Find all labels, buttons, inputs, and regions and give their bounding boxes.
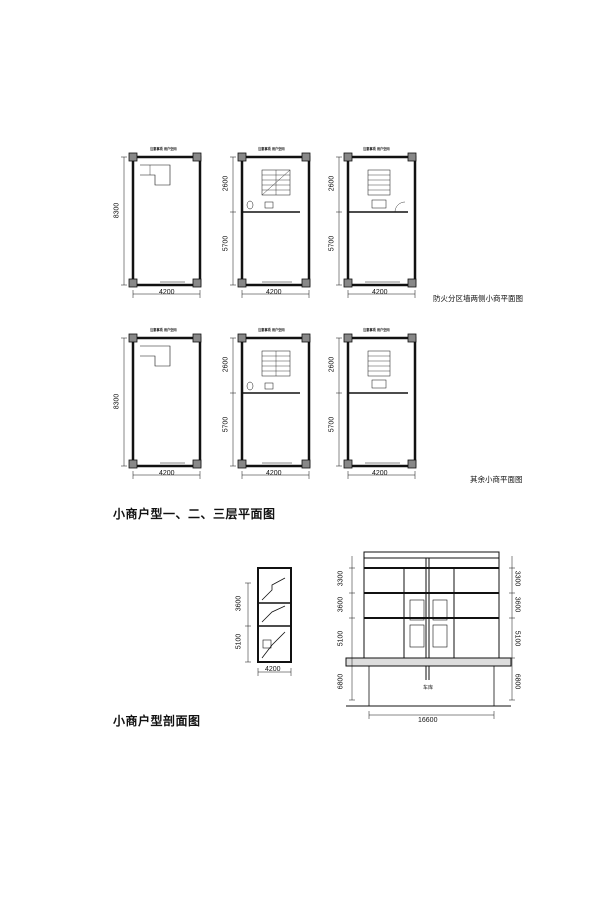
dim-width: 4200 — [159, 470, 175, 477]
dim-upper: 2600 — [222, 175, 230, 192]
dim-section-base: 6800 — [337, 673, 345, 690]
dim-lower: 5700 — [328, 235, 336, 252]
dim-upper: 2600 — [328, 356, 336, 373]
dim-width: 4200 — [372, 289, 388, 296]
dim-width: 4200 — [159, 289, 175, 296]
dim-section-h2-right: 5100 — [513, 630, 521, 647]
dim-lower: 5700 — [222, 235, 230, 252]
dim-width: 4200 — [372, 470, 388, 477]
dim-upper: 2600 — [222, 356, 230, 373]
dim-section-h1: 3600 — [235, 595, 243, 612]
plan-note-label: 注意事项 用户空间 — [150, 328, 177, 332]
plan-note-label: 注意事项 用户空间 — [363, 147, 390, 151]
dim-section-total-width: 16600 — [418, 717, 438, 724]
dim-lower: 5700 — [328, 416, 336, 433]
row2-caption: 其余小商平面图 — [470, 475, 523, 484]
dim-section-h2: 5100 — [337, 630, 345, 647]
plan-note-label: 注意事项 用户空间 — [363, 328, 390, 332]
plan-row2-a — [121, 333, 202, 479]
dim-section-top-right: 3300 — [513, 570, 521, 587]
plan-note-label: 注意事项 用户空间 — [258, 328, 285, 332]
dim-width: 4200 — [266, 289, 282, 296]
dim-width: 4200 — [266, 470, 282, 477]
section-large — [345, 551, 515, 719]
plans-heading: 小商户型一、二、三层平面图 — [113, 507, 276, 521]
plan-row1-c — [336, 152, 417, 298]
plan-note-label: 注意事项 用户空间 — [150, 147, 177, 151]
plan-note-label: 注意事项 用户空间 — [258, 147, 285, 151]
dim-section-h2: 5100 — [235, 633, 243, 650]
dim-section-width: 4200 — [265, 666, 281, 673]
plan-row1-b — [230, 152, 311, 298]
dim-section-h1: 3600 — [337, 596, 345, 613]
dim-section-top: 3300 — [337, 570, 345, 587]
garage-label: 车库 — [423, 685, 434, 691]
dim-total-height: 8300 — [113, 202, 121, 219]
section-small — [245, 567, 292, 676]
plan-row2-b — [230, 333, 311, 479]
dim-upper: 2600 — [328, 175, 336, 192]
sections-heading: 小商户型剖面图 — [113, 714, 201, 728]
plan-row1-a — [121, 152, 202, 298]
dim-lower: 5700 — [222, 416, 230, 433]
dim-section-h1-right: 3600 — [513, 596, 521, 613]
row1-caption: 防火分区墙两侧小商平面图 — [433, 294, 523, 303]
plan-row2-c — [336, 333, 417, 479]
dim-total-height: 8300 — [113, 393, 121, 410]
dim-section-base-right: 6800 — [513, 673, 521, 690]
